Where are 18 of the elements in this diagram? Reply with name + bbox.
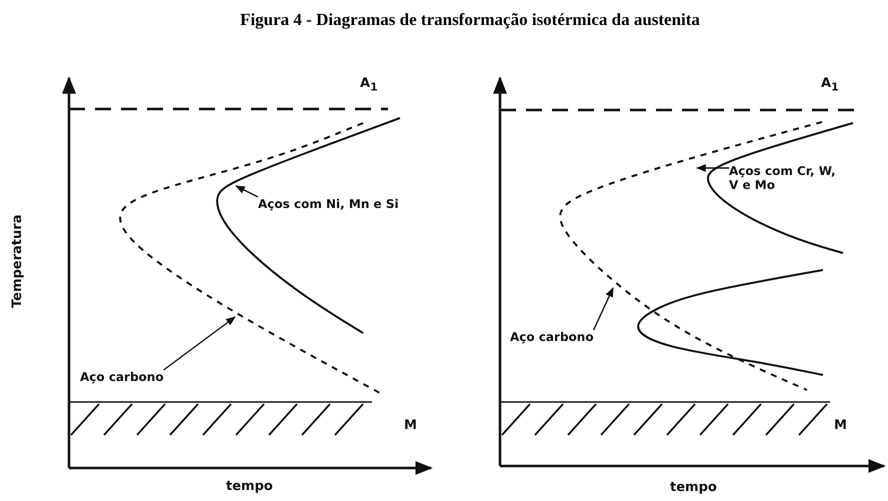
curve-label: A$_{1}$ — [360, 76, 378, 94]
axis-label: tempo — [670, 480, 717, 496]
curve-label: Aços com Ni, Mn e Si — [258, 197, 399, 212]
leader-line — [696, 164, 729, 172]
leader-line — [592, 287, 614, 330]
transformation-curve — [216, 117, 400, 334]
leader-line — [163, 316, 236, 371]
curve-label: M — [404, 418, 417, 434]
curve-label: Aços com Cr, W, V e Mo — [729, 164, 847, 193]
figure-title: Figura 4 - Diagramas de transformação isotérmica da austenita — [239, 10, 701, 30]
axis-label: Temperatura — [10, 214, 26, 308]
transformation-curve — [707, 122, 854, 254]
curve-label: A$_{1}$ — [821, 76, 839, 94]
curve-label: Aço carbono — [80, 370, 164, 384]
axis-label: tempo — [226, 479, 273, 495]
leader-line — [235, 185, 258, 198]
curve-label: Aço carbono — [510, 330, 594, 344]
curve-label: M — [834, 418, 847, 434]
